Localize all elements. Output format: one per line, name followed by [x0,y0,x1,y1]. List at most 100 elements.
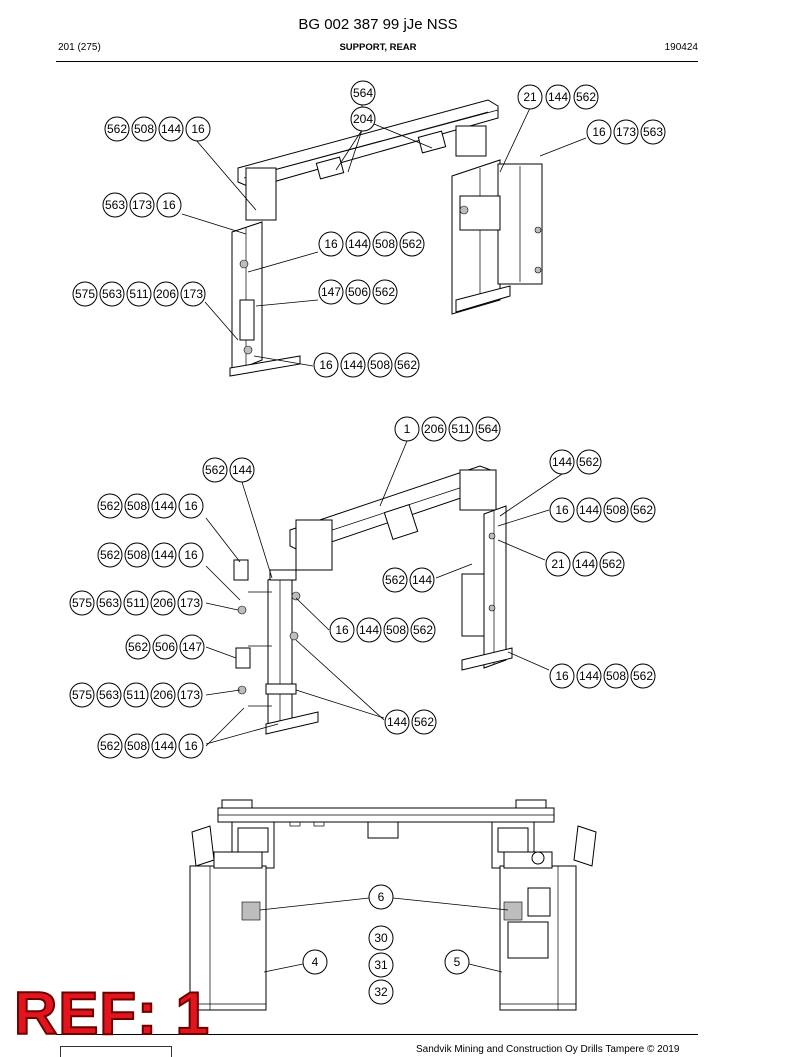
svg-text:144: 144 [387,715,407,729]
header-divider [56,61,698,62]
svg-text:144: 144 [348,237,368,251]
svg-text:511: 511 [126,596,145,610]
svg-text:506: 506 [348,285,368,299]
svg-text:562: 562 [602,557,622,571]
svg-text:6: 6 [378,890,385,904]
callout-144-562: 144 562 [549,449,602,475]
svg-text:31: 31 [374,958,388,972]
svg-text:563: 563 [102,287,122,301]
svg-text:204: 204 [353,112,373,126]
svg-text:16: 16 [555,503,569,517]
svg-text:144: 144 [548,90,568,104]
svg-text:562: 562 [397,358,417,372]
svg-text:575: 575 [75,287,95,301]
footer-divider [56,1034,698,1035]
callout-562-144-second: 562 144 [382,567,435,593]
svg-text:4: 4 [312,955,319,969]
svg-text:508: 508 [606,503,626,517]
svg-text:16: 16 [162,198,176,212]
svg-text:144: 144 [154,499,174,513]
callout-562-144: 562 144 [202,457,255,483]
svg-text:5: 5 [454,955,461,969]
svg-text:206: 206 [424,422,444,436]
callout-30: 30 [368,925,394,951]
svg-text:563: 563 [105,198,125,212]
callout-21-144-562: 21 144 562 [517,84,599,110]
section-title: SUPPORT, REAR [339,42,417,53]
svg-text:16: 16 [592,125,606,139]
svg-text:16: 16 [335,623,349,637]
callout-16-144-508-562-second: 16 144 508 562 [329,617,436,643]
callout-16-144-508-562: 16 144 508 562 [549,497,656,523]
svg-text:508: 508 [127,548,147,562]
svg-text:511: 511 [126,688,145,702]
svg-text:562: 562 [205,463,225,477]
svg-text:562: 562 [413,623,433,637]
svg-text:562: 562 [100,499,120,513]
callout-563-173-16: 563 173 16 [102,192,182,218]
svg-text:563: 563 [99,596,119,610]
company-logo [60,1046,172,1057]
svg-text:173: 173 [180,688,200,702]
callout-144-562-second: 144 562 [384,709,437,735]
callout-32: 32 [368,979,394,1005]
svg-text:30: 30 [374,931,388,945]
svg-text:144: 144 [579,669,599,683]
svg-text:144: 144 [359,623,379,637]
svg-text:562: 562 [576,90,596,104]
callout-1-206-511-564: 1 206 511 564 [394,416,501,442]
svg-text:144: 144 [412,573,432,587]
callout-5: 5 [444,949,470,975]
callout-31: 31 [368,952,394,978]
svg-text:206: 206 [156,287,176,301]
svg-text:562: 562 [633,669,653,683]
svg-text:506: 506 [155,640,175,654]
svg-text:173: 173 [183,287,203,301]
callout-204: 204 [350,106,376,132]
svg-text:147: 147 [182,640,202,654]
view-1-rear-support: 564 204 21 144 562 562 508 144 16 16 173… [72,80,666,378]
svg-text:562: 562 [633,503,653,517]
svg-text:575: 575 [72,688,92,702]
callout-575-563-511-206-173-second: 575 563 511 206 173 [69,682,203,708]
callout-147-506-562: 147 506 562 [318,279,398,305]
svg-text:206: 206 [153,596,173,610]
svg-text:508: 508 [386,623,406,637]
svg-text:144: 144 [579,503,599,517]
svg-text:144: 144 [232,463,252,477]
callout-575-563-511-206-173: 575 563 511 206 173 [69,590,203,616]
callout-16-173-563: 16 173 563 [586,119,666,145]
svg-text:508: 508 [127,739,147,753]
view-3-rear-support-front: 6 30 31 4 5 32 [189,799,597,1011]
svg-text:511: 511 [129,287,148,301]
svg-text:562: 562 [414,715,434,729]
svg-text:206: 206 [153,688,173,702]
callout-575-563-511-206-173: 575 563 511 206 173 [72,281,206,307]
svg-text:16: 16 [555,669,569,683]
svg-text:508: 508 [134,122,154,136]
callout-4: 4 [302,949,328,975]
svg-text:564: 564 [478,422,498,436]
callout-562-508-144-16-third: 562 508 144 16 [97,733,204,759]
svg-text:562: 562 [402,237,422,251]
svg-text:173: 173 [132,198,152,212]
svg-text:562: 562 [100,739,120,753]
svg-text:144: 144 [552,455,572,469]
svg-text:16: 16 [184,499,198,513]
svg-text:562: 562 [107,122,127,136]
callout-562-508-144-16: 562 508 144 16 [97,493,204,519]
callout-21-144-562: 21 144 562 [545,551,625,577]
svg-text:562: 562 [100,548,120,562]
callout-562-506-147: 562 506 147 [125,634,205,660]
footer-copyright: Sandvik Mining and Construction Oy Drill… [416,1044,680,1055]
svg-text:562: 562 [385,573,405,587]
svg-text:16: 16 [324,237,338,251]
svg-text:144: 144 [154,548,174,562]
svg-text:562: 562 [375,285,395,299]
callout-6: 6 [368,884,394,910]
svg-text:144: 144 [575,557,595,571]
callout-564: 564 [350,80,376,106]
svg-text:511: 511 [451,422,470,436]
callout-562-508-144-16-second: 562 508 144 16 [97,542,204,568]
